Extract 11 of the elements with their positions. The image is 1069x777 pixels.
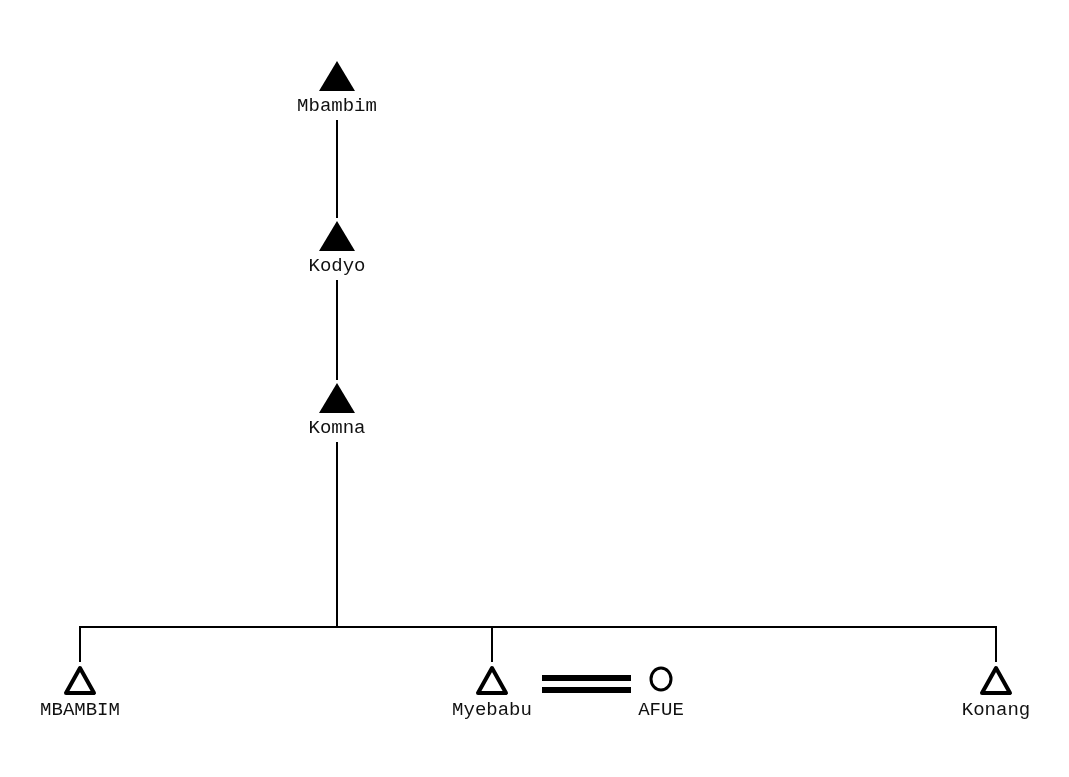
person-name: Komna: [308, 416, 366, 440]
descent-line: [336, 119, 338, 219]
person-name: MBAMBIM: [40, 698, 120, 722]
descent-line: [336, 441, 997, 663]
person-name: Konang: [961, 698, 1031, 722]
descent-line: [336, 279, 338, 381]
person-name: Kodyo: [308, 254, 366, 278]
person-name: Mbambim: [297, 94, 377, 118]
person-name: AFUE: [638, 698, 684, 722]
marriage-line: [539, 675, 634, 693]
person-name: Myebabu: [452, 698, 532, 722]
